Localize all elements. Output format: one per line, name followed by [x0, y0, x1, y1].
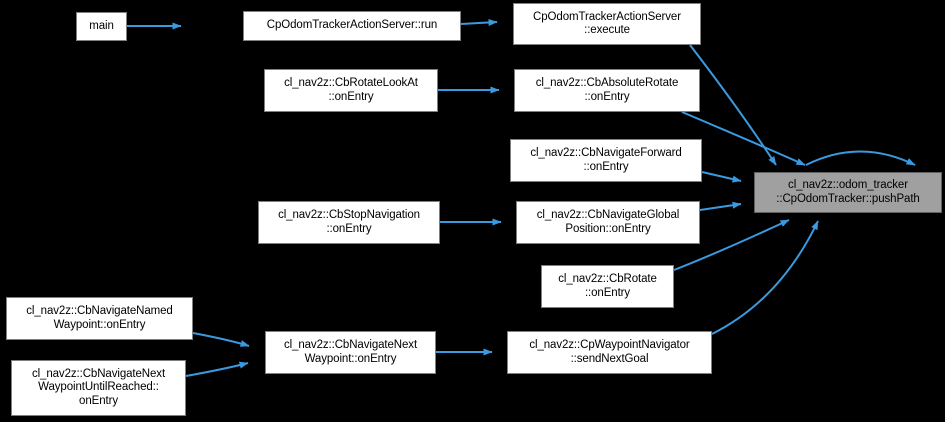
graph-node-label: cl_nav2z::CbNavigateNamed Waypoint::onEn…	[26, 305, 173, 331]
edge-pushpath-to-pushpath	[805, 150, 916, 166]
graph-node-main[interactable]: main	[76, 12, 127, 41]
graph-node-execute[interactable]: CpOdomTrackerActionServer ::execute	[513, 3, 701, 45]
graph-node-navigateglobal[interactable]: cl_nav2z::CbNavigateGlobal Position::onE…	[516, 201, 700, 244]
graph-node-label: cl_nav2z::CbStopNavigation ::onEntry	[278, 209, 420, 235]
edge-navigatenextuntil-to-navigatenextwp	[185, 361, 249, 377]
graph-node-pushpath[interactable]: cl_nav2z::odom_tracker ::CpOdomTracker::…	[754, 172, 942, 213]
graph-node-navigatenamed[interactable]: cl_nav2z::CbNavigateNamed Waypoint::onEn…	[6, 297, 193, 340]
graph-node-label: cl_nav2z::CbNavigateGlobal Position::onE…	[536, 209, 680, 235]
graph-node-label: cl_nav2z::CpWaypointNavigator ::sendNext…	[529, 339, 690, 365]
edge-rotate-to-pushpath	[673, 219, 790, 271]
edge-execute-to-pushpath	[689, 44, 777, 166]
graph-node-navigatenextuntil[interactable]: cl_nav2z::CbNavigateNext WaypointUntilRe…	[11, 360, 186, 416]
graph-node-rotate[interactable]: cl_nav2z::CbRotate ::onEntry	[541, 265, 674, 308]
graph-node-navigateforward[interactable]: cl_nav2z::CbNavigateForward ::onEntry	[510, 139, 702, 182]
graph-node-label: cl_nav2z::CbNavigateNext Waypoint::onEnt…	[283, 339, 418, 365]
edge-absoluterotate-to-pushpath	[681, 111, 806, 166]
graph-node-label: cl_nav2z::CbNavigateNext WaypointUntilRe…	[31, 367, 166, 407]
graph-node-label: cl_nav2z::CbNavigateForward ::onEntry	[530, 147, 682, 173]
edge-group	[127, 18, 916, 377]
graph-node-label: main	[89, 19, 114, 32]
graph-node-label: CpOdomTrackerActionServer ::execute	[533, 10, 681, 37]
graph-node-absoluterotate[interactable]: cl_nav2z::CbAbsoluteRotate ::onEntry	[514, 69, 700, 112]
edge-navigateglobal-to-pushpath	[699, 201, 742, 211]
edge-navigateforward-to-pushpath	[701, 171, 742, 183]
graph-node-label: cl_nav2z::CbAbsoluteRotate ::onEntry	[535, 77, 679, 103]
graph-node-rotatelookat[interactable]: cl_nav2z::CbRotateLookAt ::onEntry	[264, 69, 438, 112]
graph-node-sendnextgoal[interactable]: cl_nav2z::CpWaypointNavigator ::sendNext…	[507, 331, 712, 374]
graph-node-run[interactable]: CpOdomTrackerActionServer::run	[243, 11, 461, 41]
graph-node-label: cl_nav2z::CbRotateLookAt ::onEntry	[284, 77, 418, 103]
graph-node-navigatenextwp[interactable]: cl_nav2z::CbNavigateNext Waypoint::onEnt…	[265, 331, 436, 374]
graph-node-label: cl_nav2z::odom_tracker ::CpOdomTracker::…	[776, 179, 920, 205]
edge-run-to-execute	[460, 18, 498, 26]
edge-navigatenamed-to-navigatenextwp	[192, 332, 250, 347]
graph-node-label: cl_nav2z::CbRotate ::onEntry	[558, 273, 657, 299]
edge-sendnextgoal-to-pushpath	[711, 220, 819, 335]
graph-node-label: CpOdomTrackerActionServer::run	[266, 19, 438, 32]
graph-node-stopnavigation[interactable]: cl_nav2z::CbStopNavigation ::onEntry	[258, 201, 440, 244]
